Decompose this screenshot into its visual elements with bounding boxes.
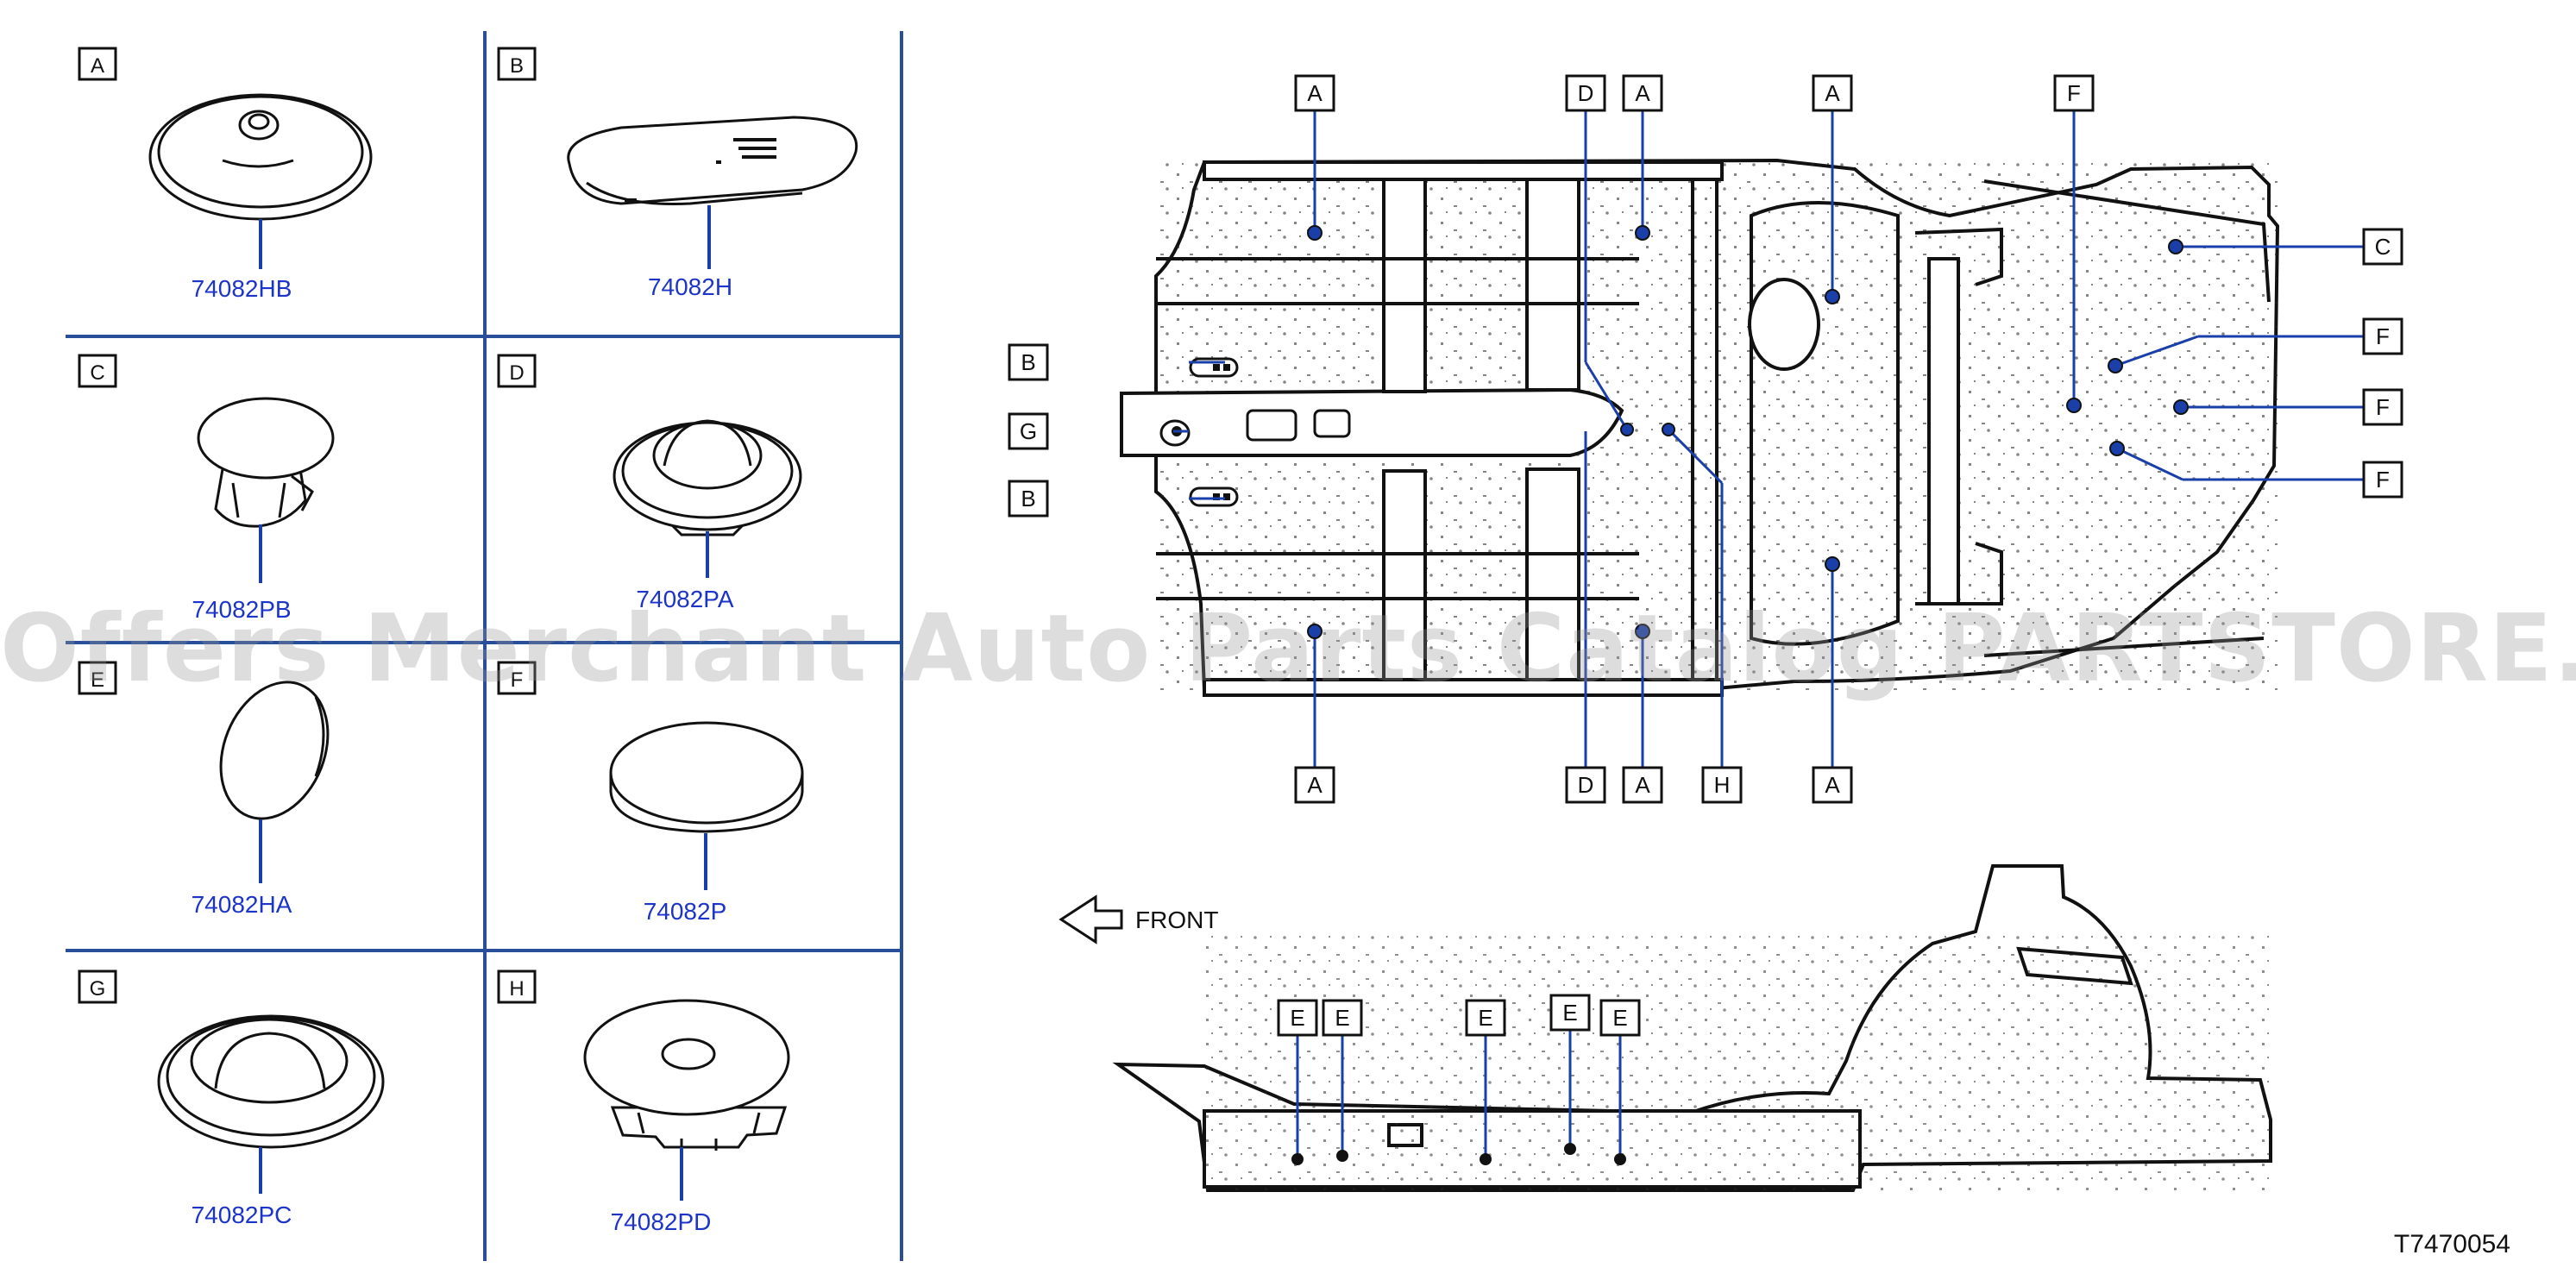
callout-e-side-3[interactable]: E <box>1465 999 1506 1037</box>
svg-text:A: A <box>1635 80 1650 106</box>
callout-e-side-1[interactable]: E <box>1277 999 1318 1037</box>
part-cell-f[interactable]: F 74082P <box>497 661 804 925</box>
part-letter-h: H <box>509 977 524 1001</box>
callout-a-top-2[interactable]: A <box>1622 74 1663 112</box>
top-view-callouts <box>1173 110 2364 768</box>
svg-text:E: E <box>1290 1005 1304 1031</box>
callout-e-side-4[interactable]: E <box>1549 994 1591 1032</box>
callout-h[interactable]: H <box>1701 766 1743 804</box>
part-cell-c[interactable]: C 74082PB <box>78 354 335 623</box>
svg-text:F: F <box>2376 394 2390 420</box>
part-number-b: 74082H <box>648 273 732 300</box>
callout-c[interactable]: C <box>2362 228 2403 266</box>
svg-text:B: B <box>1021 486 1035 511</box>
svg-text:A: A <box>1635 772 1650 798</box>
svg-text:E: E <box>1562 1000 1577 1026</box>
part-cell-b[interactable]: B 74082H <box>497 47 858 300</box>
svg-text:E: E <box>1612 1005 1627 1031</box>
diagram-id: T7470054 <box>2394 1230 2510 1258</box>
svg-text:F: F <box>2376 467 2390 493</box>
callout-f-right-3[interactable]: F <box>2362 461 2403 499</box>
part-number-e: 74082HA <box>192 891 292 918</box>
callout-a-bottom-1[interactable]: A <box>1294 766 1335 804</box>
part-drawing-a <box>148 93 373 221</box>
svg-text:A: A <box>1307 772 1323 798</box>
part-drawing-c <box>197 397 335 528</box>
svg-text:A: A <box>1825 80 1840 106</box>
part-drawing-f <box>609 721 804 833</box>
svg-text:G: G <box>1020 418 1037 444</box>
part-drawing-d <box>613 419 802 536</box>
part-cell-h[interactable]: H 74082PD <box>497 969 790 1235</box>
callout-a-bottom-2[interactable]: A <box>1622 766 1663 804</box>
front-label: FRONT <box>1135 907 1218 933</box>
front-arrow-icon <box>1059 894 1123 944</box>
svg-text:E: E <box>1335 1005 1349 1031</box>
part-number-g: 74082PC <box>192 1202 292 1228</box>
svg-text:C: C <box>2375 234 2391 260</box>
callout-b-lower[interactable]: B <box>1008 480 1049 518</box>
callout-f-right-1[interactable]: F <box>2362 317 2403 355</box>
part-cell-e[interactable]: E 74082HA <box>78 661 347 918</box>
part-number-d: 74082PA <box>636 586 733 612</box>
part-drawing-b <box>567 116 858 205</box>
svg-text:E: E <box>1478 1005 1492 1031</box>
part-letter-e: E <box>91 668 104 692</box>
callout-d-top[interactable]: D <box>1565 74 1606 112</box>
top-view-fastener-dots <box>1307 225 2189 639</box>
part-letter-f: F <box>511 668 524 692</box>
callout-f-right-2[interactable]: F <box>2362 388 2403 426</box>
part-letter-a: A <box>91 54 104 78</box>
callout-a-top-1[interactable]: A <box>1294 74 1335 112</box>
part-number-f: 74082P <box>644 898 727 925</box>
callout-e-side-2[interactable]: E <box>1322 999 1363 1037</box>
part-letter-d: D <box>509 361 524 385</box>
part-number-a: 74082HB <box>192 275 292 302</box>
callout-a-bottom-3[interactable]: A <box>1812 766 1853 804</box>
svg-text:A: A <box>1825 772 1840 798</box>
floor-pan-top-view <box>1120 158 2280 697</box>
svg-text:D: D <box>1578 80 1594 106</box>
svg-text:H: H <box>1714 772 1731 798</box>
part-number-c: 74082PB <box>192 596 291 623</box>
part-drawing-g <box>157 1014 385 1149</box>
callout-e-side-5[interactable]: E <box>1599 999 1641 1037</box>
part-number-h: 74082PD <box>611 1208 712 1235</box>
callout-f-top[interactable]: F <box>2053 74 2095 112</box>
svg-text:D: D <box>1578 772 1594 798</box>
part-letter-g: G <box>90 977 106 1001</box>
svg-text:F: F <box>2376 323 2390 349</box>
callout-a-top-3[interactable]: A <box>1812 74 1853 112</box>
part-cell-a[interactable]: A 74082HB <box>78 47 373 302</box>
svg-text:F: F <box>2067 80 2081 106</box>
part-letter-b: B <box>510 54 524 78</box>
svg-text:B: B <box>1021 349 1035 375</box>
part-letter-c: C <box>90 361 104 385</box>
part-drawing-e <box>219 681 330 820</box>
part-cell-d[interactable]: D 74082PA <box>497 354 802 612</box>
callout-b-upper[interactable]: B <box>1008 343 1049 381</box>
parts-grid <box>66 31 903 1261</box>
part-drawing-h <box>583 999 790 1151</box>
front-direction-indicator: FRONT <box>1059 894 1218 944</box>
callout-g[interactable]: G <box>1008 412 1049 450</box>
side-view: E E E E E <box>1112 864 2272 1192</box>
callout-d-bottom[interactable]: D <box>1565 766 1606 804</box>
top-view-callout-boxes: A D A A F B G B C F F F A D A H A <box>1008 74 2403 804</box>
svg-text:A: A <box>1307 80 1323 106</box>
part-cell-g[interactable]: G 74082PC <box>78 969 385 1228</box>
